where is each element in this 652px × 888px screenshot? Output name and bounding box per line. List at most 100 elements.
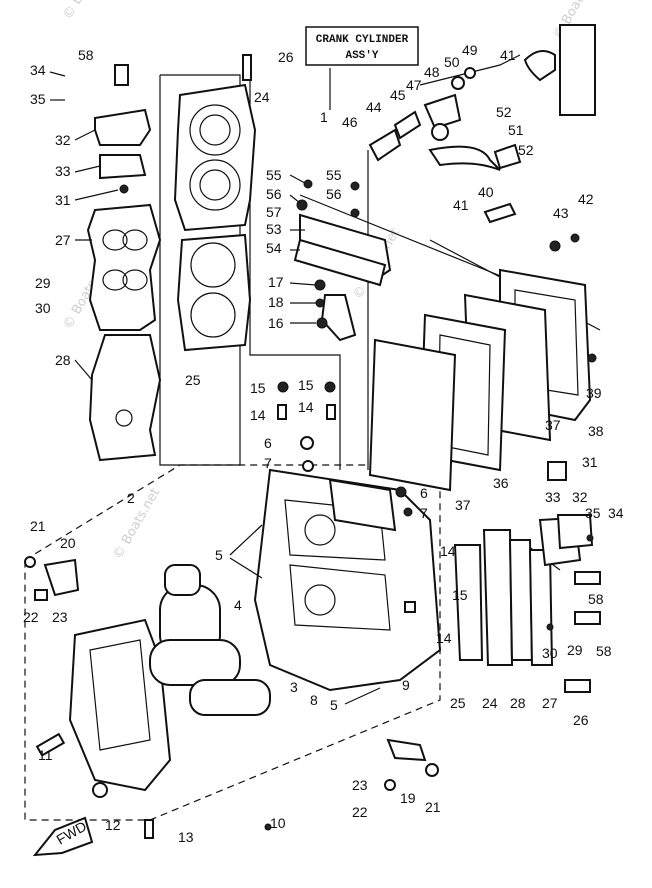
callout: 20 [60, 535, 76, 551]
callout: 5 [330, 697, 338, 713]
callout: 54 [266, 240, 282, 256]
crankshaft-flywheel-2 [149, 639, 241, 686]
callout: 26 [278, 49, 294, 65]
callout: 13 [178, 829, 194, 845]
hose-41 [523, 50, 556, 82]
plate-32 [556, 514, 594, 550]
callout: 34 [30, 62, 46, 78]
clamp-52 [493, 143, 522, 170]
fitting-45 [393, 110, 422, 140]
callout: 29 [35, 275, 51, 291]
callout: 48 [424, 64, 440, 80]
callout: 14 [250, 407, 266, 423]
callout: 22 [23, 609, 39, 625]
callout: 53 [266, 221, 282, 237]
callout: 33 [55, 163, 71, 179]
callout: 35 [30, 91, 46, 107]
callout: 58 [78, 47, 94, 63]
callout-labels: 1 2 3 4 5 5 6 6 7 7 8 9 10 11 12 13 14 1… [23, 42, 624, 845]
callout: 37 [455, 497, 471, 513]
callout: 51 [508, 122, 524, 138]
gasket-28 [508, 539, 534, 661]
callout: 24 [482, 695, 498, 711]
callout: 46 [342, 114, 358, 130]
callout: 6 [420, 485, 428, 501]
callout: 9 [402, 677, 410, 693]
callout: 30 [35, 300, 51, 316]
callout: 30 [542, 645, 558, 661]
callout: 52 [518, 142, 534, 158]
fitting-46 [368, 128, 402, 162]
cover-plate [94, 108, 152, 146]
callout: 45 [390, 87, 406, 103]
watermark: © Boats.net [110, 486, 163, 562]
forward-arrow: FWD [32, 816, 94, 857]
water-jacket-cover [86, 203, 162, 331]
callout: 31 [55, 192, 71, 208]
callout: 7 [420, 505, 428, 521]
cover-plate-group [293, 179, 392, 342]
callout: 15 [250, 380, 266, 396]
callout: 43 [553, 205, 569, 221]
cylinder-head-group [173, 54, 257, 352]
callout: 47 [406, 77, 422, 93]
callout: 41 [453, 197, 469, 213]
water-jacket-gasket [88, 334, 162, 462]
bolt-26b [564, 679, 591, 693]
callout: 25 [185, 372, 201, 388]
callout: 27 [55, 232, 71, 248]
thermostat [114, 64, 129, 86]
callout: 42 [578, 191, 594, 207]
callout: 32 [572, 489, 588, 505]
cylinder-head-cover-group [86, 64, 162, 462]
crankcase-half [68, 618, 172, 792]
callout: 56 [326, 186, 342, 202]
callout: 31 [582, 454, 598, 470]
callout: 55 [326, 167, 342, 183]
assembly-title-box: CRANK CYLINDER ASS'Y [305, 26, 419, 66]
clamp [320, 294, 357, 342]
callout: 24 [254, 89, 270, 105]
callout: 32 [55, 132, 71, 148]
callout: 12 [105, 817, 121, 833]
callout: 14 [440, 543, 456, 559]
plug-58b [574, 611, 601, 625]
leader-lines [49, 71, 381, 705]
callout: 25 [450, 695, 466, 711]
crankshaft-flywheel-3 [189, 679, 271, 716]
callout: 50 [444, 54, 460, 70]
callout: 26 [573, 712, 589, 728]
right-side-stack-group [384, 461, 601, 791]
callout: 23 [52, 609, 68, 625]
callout: 38 [588, 423, 604, 439]
cylinder-block-group [253, 381, 442, 692]
callout: 55 [266, 167, 282, 183]
callout: 8 [310, 692, 318, 708]
callout: 19 [400, 790, 416, 806]
callout: 7 [264, 455, 272, 471]
callout: 3 [290, 679, 298, 695]
plug-58a [574, 571, 601, 585]
hose-51 [428, 145, 501, 171]
callout: 37 [545, 417, 561, 433]
callout: 14 [298, 399, 314, 415]
thermostat-31 [547, 461, 567, 481]
crankcase-group [24, 556, 272, 839]
bracket-19 [386, 738, 427, 762]
callout: 28 [55, 352, 71, 368]
block-top-cover [328, 478, 397, 532]
callout: 34 [608, 505, 624, 521]
bolt-26 [242, 54, 252, 81]
exhaust-cover-group [368, 268, 597, 492]
cylinder-head [173, 83, 257, 232]
callout: 39 [586, 385, 602, 401]
callout: 18 [268, 294, 284, 310]
callout: 40 [478, 184, 494, 200]
hose-fittings-group [368, 24, 596, 252]
callout: 15 [298, 377, 314, 393]
callout: 36 [493, 475, 509, 491]
callout: 14 [436, 630, 452, 646]
pipe-40 [483, 202, 517, 224]
callout: 17 [268, 274, 284, 290]
